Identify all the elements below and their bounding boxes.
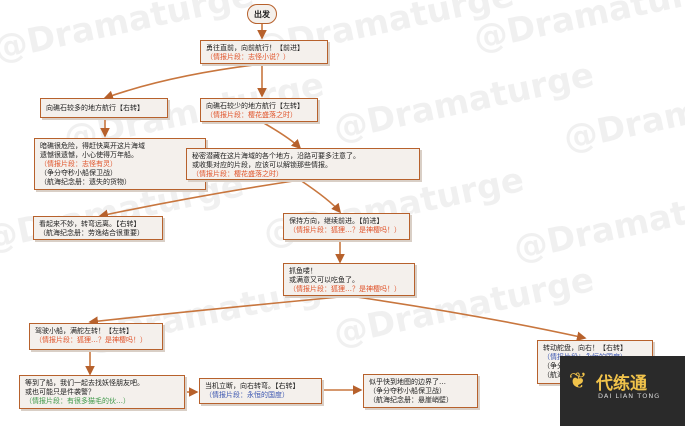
node-text: 勇往直前，向前航行！【前进】 (206, 44, 304, 52)
node-clue: （情报片段：樱花盛落之时） (192, 170, 283, 178)
node-map-edge: 似乎快到地图的边界了… （争分夺秒小船保卫战） （航海纪念册：悬崖峭壁） (363, 374, 478, 408)
node-text: 遗憾很遗憾，小心使得万年船。 (40, 151, 138, 159)
node-yokai-friend: 等到了船，我们一起去找妖怪朋友吧。 或也可能只是件袭警？ （情报片段：有很多猫毛… (19, 375, 185, 409)
node-clue: （情报片段：狐狸…？是神樱吗！） (35, 336, 147, 344)
node-turn-away: 看起来不妙，转弯远离。【右转】 （航海纪念册：劳逸结合很重要） (33, 216, 163, 240)
node-clue: （情报片段：永恒的国度） (205, 391, 289, 399)
node-clue: （情报片段：有很多猫毛的伙…） (25, 397, 130, 405)
start-node: 出发 (247, 4, 277, 24)
node-clue: （情报片段：狐狸…？是神樱吗！） (289, 285, 401, 293)
node-text: 向礁石较少的地方航行【左转】 (206, 102, 304, 110)
edge (299, 179, 342, 214)
node-text: 似乎快到地图的边界了… (369, 378, 446, 386)
brand-subtitle: DAI LIAN TONG (598, 392, 661, 400)
node-hidden-secrets: 秘密潜藏在这片海域的各个地方，沿路可要多注意了。 或收集对应的片段，应该可以解锁… (186, 148, 420, 180)
node-text: 或也可能只是件袭警？ (25, 388, 95, 396)
node-text: （争分夺秒小船保卫战） (369, 387, 446, 395)
brand-badge: ❦ 代练通 DAI LIAN TONG (560, 356, 685, 426)
node-keep-course: 保持方向，继续前进。【前进】 （情报片段：狐狸…？是神樱吗！） (283, 213, 410, 240)
node-text: 向礁石较多的地方航行【右转】 (46, 104, 144, 112)
node-danger-reefs: 暗礁很危险，得赶快离开这片海域 遗憾很遗憾，小心使得万年船。 （情报片段：志怪有… (34, 138, 206, 190)
node-fishing: 抓鱼喽！ 或满意又可以吃鱼了。 （情报片段：狐狸…？是神樱吗！） (283, 263, 415, 296)
node-text: 驾驶小船，满舵左转！【左转】 (35, 327, 133, 335)
node-text: 保持方向，继续前进。【前进】 (289, 217, 384, 225)
node-text: 看起来不妙，转弯远离。【右转】 (39, 220, 141, 228)
node-hard-left: 驾驶小船，满舵左转！【左转】 （情报片段：狐狸…？是神樱吗！） (29, 323, 163, 350)
edge (103, 63, 263, 100)
node-few-reefs: 向礁石较少的地方航行【左转】 （情报片段：樱花盛落之时） (200, 98, 318, 122)
node-text: 或收集对应的片段，应该可以解锁那些情报。 (192, 161, 332, 169)
node-text: 转动舵盘，向右！【右转】 (543, 344, 627, 352)
brand-name: 代练通 (596, 374, 647, 394)
node-text: 当机立断，向右转弯。【右转】 (205, 382, 300, 390)
node-text: 或满意又可以吃鱼了。 (289, 276, 359, 284)
node-clue: （情报片段：志怪有灵） (40, 160, 117, 168)
node-clue: （情报片段：狐狸…？是神樱吗！） (289, 226, 401, 234)
edge (98, 179, 301, 220)
node-text: （争分夺秒小船保卫战） (40, 169, 117, 177)
node-clue: （情报片段：樱花盛落之时） (206, 111, 297, 119)
node-text: 暗礁很危险，得赶快离开这片海域 (40, 142, 145, 150)
node-text: （航海纪念册：劳逸结合很重要） (39, 229, 144, 237)
node-many-reefs: 向礁石较多的地方航行【右转】 (40, 98, 168, 118)
node-advance: 勇往直前，向前航行！【前进】 （情报片段：志怪小说？） (200, 40, 328, 64)
node-clue: （情报片段：志怪小说？） (206, 53, 290, 61)
node-text: 等到了船，我们一起去找妖怪朋友吧。 (25, 379, 144, 387)
node-text: 抓鱼喽！ (289, 267, 317, 275)
node-text: （航海纪念册：悬崖峭壁） (369, 396, 453, 404)
edge (88, 295, 351, 326)
node-decisive-right: 当机立断，向右转弯。【右转】 （情报片段：永恒的国度） (199, 378, 322, 404)
edge (261, 121, 302, 150)
node-text: （航海纪念册：遗失的货物） (40, 178, 131, 186)
leaf-logo-icon: ❦ (568, 369, 588, 394)
node-text: 秘密潜藏在这片海域的各个地方，沿路可要多注意了。 (192, 152, 360, 160)
edge (349, 295, 587, 341)
